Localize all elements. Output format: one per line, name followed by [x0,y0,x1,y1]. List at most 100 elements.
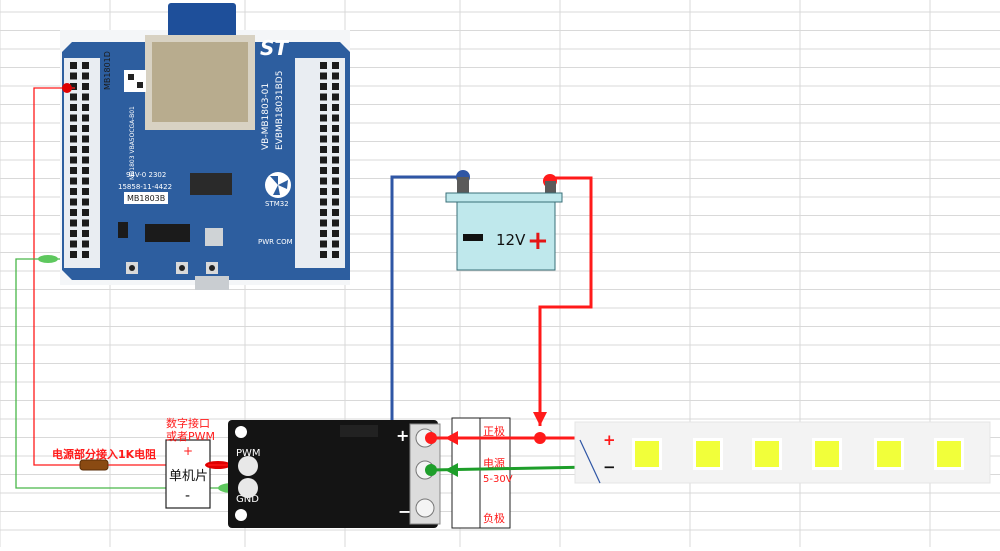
header-pin [82,62,89,69]
header-pin [320,230,327,237]
led-chip [937,441,961,467]
battery-minus-symbol [463,234,483,241]
right-pin-header [320,62,339,258]
header-pin [82,83,89,90]
header-pin [320,219,327,227]
power-positive-label: 正极 [483,424,505,438]
header-pin [332,125,339,132]
module-mark-2: EVBMB18031BD5 [275,71,285,150]
led-chip [696,441,720,467]
battery-12v: 12V + [445,170,563,271]
led-strip: + − [574,421,991,484]
header-pin [82,104,89,111]
pad-pwm [238,456,258,476]
or-pwm-label: 或者PWM [166,430,215,443]
battery-voltage-label: 12V [496,231,526,249]
header-pin [70,209,77,216]
header-pin [332,240,339,248]
led-chip [755,441,779,467]
header-pin [320,125,327,132]
power-range-label: 5-30V [483,474,513,485]
pin-gnd-label: GND [236,494,259,505]
header-pin [70,146,77,153]
header-pin [82,209,89,216]
board-mark-3: 15858-11-4422 [118,183,172,191]
header-pin [70,125,77,132]
header-pin [332,156,339,164]
battery-plus-symbol: + [527,226,549,256]
header-pin [332,62,339,69]
header-pin [320,156,327,164]
header-pin [82,146,89,153]
header-pin [332,198,339,206]
st-logo: ST [260,36,289,60]
header-pin [320,83,327,90]
mos-driver-module: PWM GND + − [228,420,441,528]
header-pin [82,156,89,164]
header-pin [320,198,327,206]
pad-gnd [238,478,258,498]
mcu-title: 单机片 [169,469,208,484]
header-pin [332,251,339,258]
header-pin [320,62,327,69]
header-pin [70,230,77,237]
strip-minus-label: − [603,458,616,476]
header-pin [320,114,327,122]
mcu-minus: - [185,488,190,504]
header-pin [320,146,327,153]
power-negative-label: 负极 [483,511,505,525]
wire-board-positive [33,87,80,466]
header-pin [320,240,327,248]
header-pin [70,219,77,227]
header-pin [82,177,89,185]
header-pin [70,83,77,90]
header-pin [332,177,339,185]
header-pin [82,198,89,206]
header-pin [332,209,339,216]
header-pin [332,219,339,227]
resistor-note: 电源部分接入1K电阻 [52,447,156,461]
header-pin [70,177,77,185]
left-pin-header [70,62,89,258]
header-pin [70,156,77,164]
header-pin [82,167,89,174]
board-mark-4: MB1803B [127,194,165,203]
header-pin [332,83,339,90]
header-pin [82,219,89,227]
header-pin [332,114,339,122]
header-pin [332,93,339,101]
header-pin [82,125,89,132]
header-pin [332,188,339,195]
qr-code [124,70,146,92]
board-mark-1: MB1803 VBA5OCGA-B01 [129,106,136,180]
header-pin [332,146,339,153]
header-pin [70,188,77,195]
strip-plus-label: + [603,431,616,449]
header-pin [82,72,89,80]
header-pin [82,93,89,101]
resistor-1k [79,459,109,471]
header-pin [320,72,327,80]
side-tag: MB1801D [103,51,112,90]
output-plus-mark: + [396,426,409,445]
stm32-label: STM32 [265,200,289,208]
header-pin [70,167,77,174]
header-pin [70,114,77,122]
terminal-3 [415,498,435,518]
header-pin [332,72,339,80]
header-pin [82,240,89,248]
header-pin [70,62,77,69]
header-pin [70,135,77,143]
header-pin [70,72,77,80]
header-pin [82,135,89,143]
mcu-plus: + [183,444,193,458]
header-pin [332,135,339,143]
header-pin [332,167,339,174]
led-chip [815,441,839,467]
mcu-symbol: + 单机片 - [165,439,211,509]
board-ic [190,173,232,195]
output-minus-mark: − [398,502,411,521]
power-source-label: 电源 [483,456,505,470]
header-pin [320,167,327,174]
header-pin [320,251,327,258]
